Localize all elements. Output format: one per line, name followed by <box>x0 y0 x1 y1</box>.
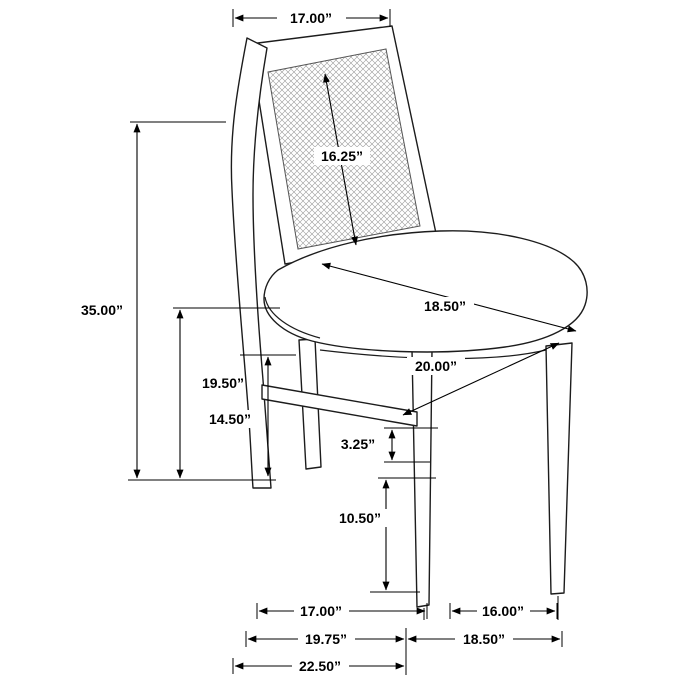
dim-label-base-width: 19.75” <box>305 631 347 647</box>
dim-label-stretcher-thickness: 3.25” <box>341 436 375 452</box>
dim-base-depth: 18.50” <box>407 631 563 647</box>
dim-back-diagonal: 16.25” <box>314 73 370 246</box>
dim-base-width: 19.75” <box>245 628 407 675</box>
chair-rear-post <box>230 37 272 489</box>
dim-label-top-width: 17.00” <box>290 10 332 26</box>
dim-label-seat-depth-diagonal: 20.00” <box>415 358 457 374</box>
label-background <box>331 509 389 527</box>
dim-seat-width-diagonal: 18.50” <box>321 262 577 333</box>
dim-leg-height: 10.50” <box>331 477 436 593</box>
dim-label-front-leg-spacing: 17.00” <box>300 603 342 619</box>
leg-extension-lines <box>423 596 559 620</box>
label-background <box>416 297 474 315</box>
dim-label-apron-height: 14.50” <box>209 411 251 427</box>
dim-top-width: 17.00” <box>232 9 391 27</box>
dim-label-base-depth: 18.50” <box>463 631 505 647</box>
chair-near-front-leg <box>545 342 573 595</box>
dim-side-leg-spacing: 16.00” <box>449 603 558 619</box>
chair-illustration <box>230 25 588 608</box>
dim-label-back-diagonal: 16.25” <box>321 148 363 164</box>
dimension-arrow <box>402 342 560 416</box>
chair-cushion-seam <box>264 296 321 339</box>
dim-overall-height: 35.00” <box>81 121 276 481</box>
label-background <box>407 357 465 375</box>
dim-label-side-leg-spacing: 16.00” <box>482 603 524 619</box>
label-background <box>203 410 257 428</box>
dim-front-leg-spacing: 17.00” <box>256 603 428 619</box>
dim-apron-height: 14.50” <box>203 354 296 477</box>
dim-label-overall-height: 35.00” <box>81 302 123 318</box>
label-background <box>314 147 370 165</box>
dim-seat-height: 19.50” <box>173 307 280 479</box>
dim-stretcher-thickness: 3.25” <box>332 427 438 463</box>
dim-overall-depth: 22.50” <box>232 658 405 674</box>
dim-label-leg-height: 10.50” <box>339 510 381 526</box>
chair-stretcher <box>261 384 418 427</box>
dim-label-seat-width-diagonal: 18.50” <box>424 298 466 314</box>
dim-label-seat-height: 19.50” <box>202 375 244 391</box>
dim-label-overall-depth: 22.50” <box>299 658 341 674</box>
label-background <box>332 435 384 453</box>
dim-seat-depth-diagonal: 20.00” <box>402 342 560 416</box>
